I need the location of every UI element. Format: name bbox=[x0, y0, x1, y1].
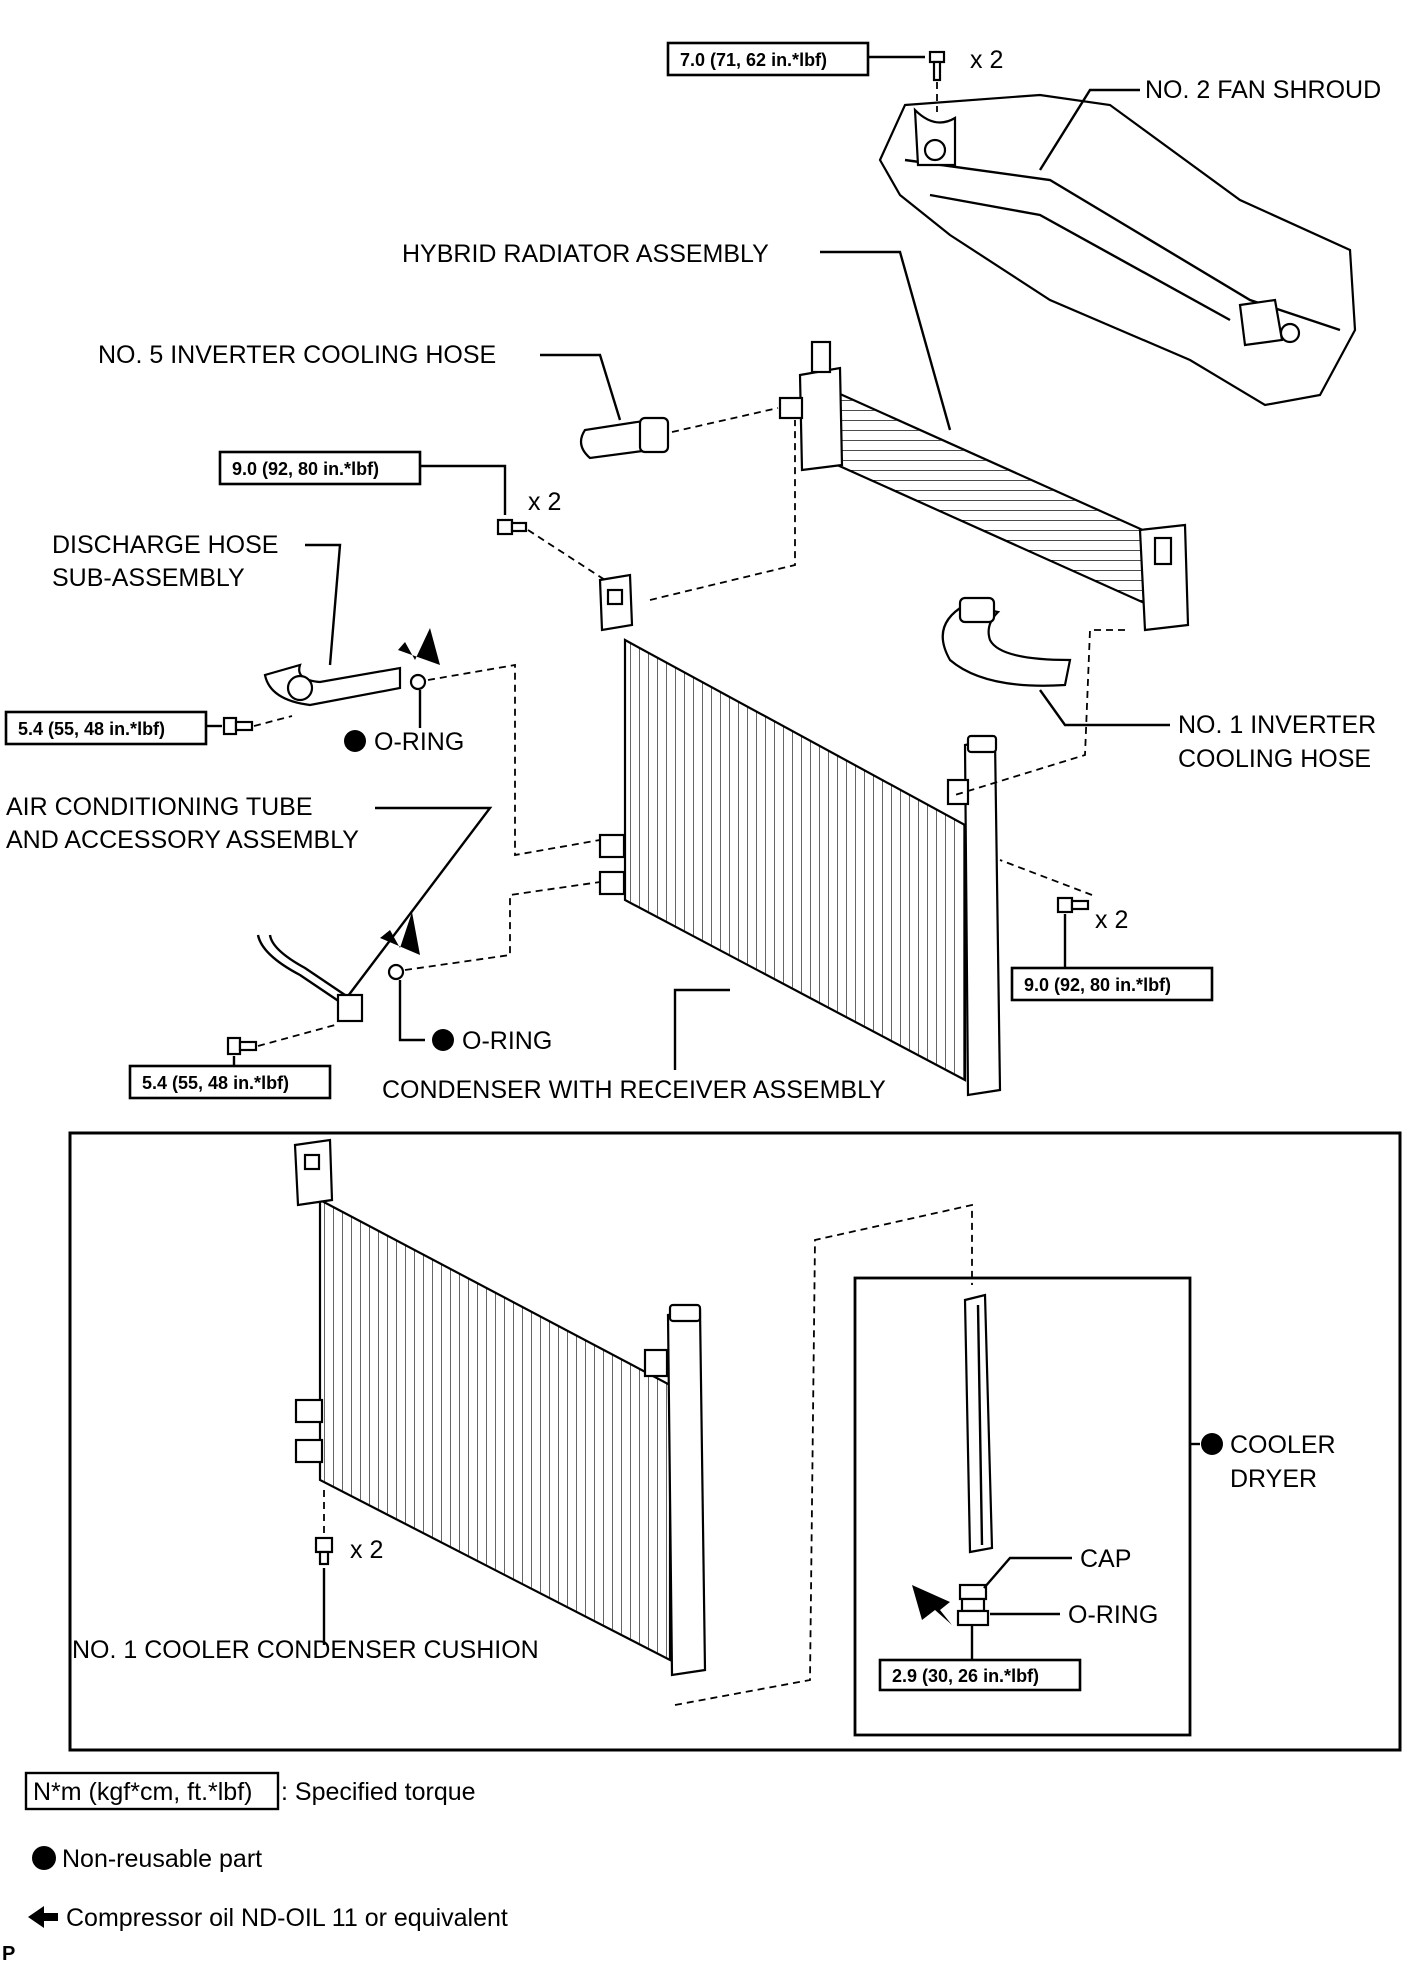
label-hybrid-radiator: HYBRID RADIATOR ASSEMBLY bbox=[402, 240, 769, 268]
condenser-detail-drawing bbox=[293, 1138, 707, 1677]
detail-box bbox=[68, 1131, 1402, 1752]
torque-box-condenser bbox=[1010, 966, 1214, 1002]
torque-condenser: 9.0 (92, 80 in.*lbf) bbox=[1024, 975, 1171, 995]
fan-shroud-drawing bbox=[878, 93, 1357, 407]
cooler-dryer-drawing bbox=[963, 1293, 994, 1554]
condenser-drawing bbox=[598, 573, 1002, 1097]
qty-fan-shroud-bolt: x 2 bbox=[970, 46, 1003, 74]
fan-shroud-bolt-icon bbox=[928, 50, 946, 82]
qty-condenser-bolt: x 2 bbox=[1095, 906, 1128, 934]
torque-box-ac-tube bbox=[128, 1064, 332, 1100]
footer-code: P bbox=[2, 1943, 15, 1963]
label-cushion: NO. 1 COOLER CONDENSER CUSHION bbox=[72, 1636, 539, 1664]
non-reusable-dot-upper bbox=[344, 730, 366, 752]
o-ring-lower-icon bbox=[387, 963, 405, 981]
discharge-hose-drawing bbox=[263, 663, 402, 707]
legend-oil: Compressor oil ND-OIL 11 or equivalent bbox=[66, 1904, 508, 1932]
inverter-hose-1-drawing bbox=[941, 596, 1072, 687]
legend-torque-units: N*m (kgf*cm, ft.*lbf) bbox=[33, 1778, 252, 1806]
oil-arrow-lower-icon bbox=[380, 912, 420, 955]
label-ac-tube-l2: AND ACCESSORY ASSEMBLY bbox=[6, 826, 359, 854]
torque-box-fan-shroud bbox=[666, 41, 870, 77]
dryer-plug-icon bbox=[956, 1583, 990, 1627]
o-ring-upper-icon bbox=[409, 673, 427, 691]
cooler-dryer-box bbox=[853, 1276, 1192, 1737]
label-cap: CAP bbox=[1080, 1545, 1131, 1573]
condenser-bolt-icon bbox=[1056, 896, 1090, 914]
oil-arrow-upper-icon bbox=[398, 628, 440, 665]
legend-torque-box bbox=[24, 1771, 280, 1811]
legend-oil-arrow-icon bbox=[28, 1906, 58, 1928]
label-inverter-hose-5: NO. 5 INVERTER COOLING HOSE bbox=[98, 341, 496, 369]
torque-box-discharge bbox=[4, 710, 208, 746]
torque-box-dryer bbox=[878, 1658, 1082, 1692]
torque-discharge: 5.4 (55, 48 in.*lbf) bbox=[18, 719, 165, 739]
label-o-ring-lower: O-RING bbox=[462, 1027, 552, 1055]
non-reusable-dot-lower bbox=[432, 1029, 454, 1051]
torque-radiator: 9.0 (92, 80 in.*lbf) bbox=[232, 459, 379, 479]
legend-non-reusable-dot bbox=[32, 1846, 56, 1870]
label-condenser: CONDENSER WITH RECEIVER ASSEMBLY bbox=[382, 1076, 886, 1104]
non-reusable-dot-dryer bbox=[1201, 1433, 1223, 1455]
inverter-hose-5-drawing bbox=[579, 416, 670, 460]
discharge-bolt-icon bbox=[222, 716, 254, 736]
torque-dryer: 2.9 (30, 26 in.*lbf) bbox=[892, 1666, 1039, 1686]
torque-box-radiator bbox=[218, 450, 422, 486]
qty-cushion: x 2 bbox=[350, 1536, 383, 1564]
label-o-ring-dryer: O-RING bbox=[1068, 1601, 1158, 1629]
oil-arrow-dryer-icon bbox=[912, 1585, 952, 1625]
label-cooler-dryer-l1: COOLER bbox=[1230, 1431, 1336, 1459]
torque-ac-tube: 5.4 (55, 48 in.*lbf) bbox=[142, 1073, 289, 1093]
label-inverter-hose-1-l1: NO. 1 INVERTER bbox=[1178, 711, 1376, 739]
cushion-icon bbox=[314, 1536, 334, 1566]
label-fan-shroud: NO. 2 FAN SHROUD bbox=[1145, 76, 1381, 104]
qty-radiator-bolt: x 2 bbox=[528, 488, 561, 516]
radiator-bolt-icon bbox=[496, 518, 528, 536]
label-ac-tube-l1: AIR CONDITIONING TUBE bbox=[6, 793, 313, 821]
torque-fan-shroud: 7.0 (71, 62 in.*lbf) bbox=[680, 50, 827, 70]
hybrid-radiator-drawing bbox=[778, 340, 1190, 632]
ac-tube-drawing bbox=[256, 934, 364, 1023]
ac-tube-bolt-icon bbox=[226, 1036, 258, 1056]
label-o-ring-upper: O-RING bbox=[374, 728, 464, 756]
legend-torque-text: : Specified torque bbox=[281, 1778, 476, 1806]
label-inverter-hose-1-l2: COOLING HOSE bbox=[1178, 745, 1371, 773]
legend-non-reusable: Non-reusable part bbox=[62, 1845, 262, 1873]
label-discharge-hose-l1: DISCHARGE HOSE bbox=[52, 531, 278, 559]
label-discharge-hose-l2: SUB-ASSEMBLY bbox=[52, 564, 245, 592]
label-cooler-dryer-l2: DRYER bbox=[1230, 1465, 1317, 1493]
